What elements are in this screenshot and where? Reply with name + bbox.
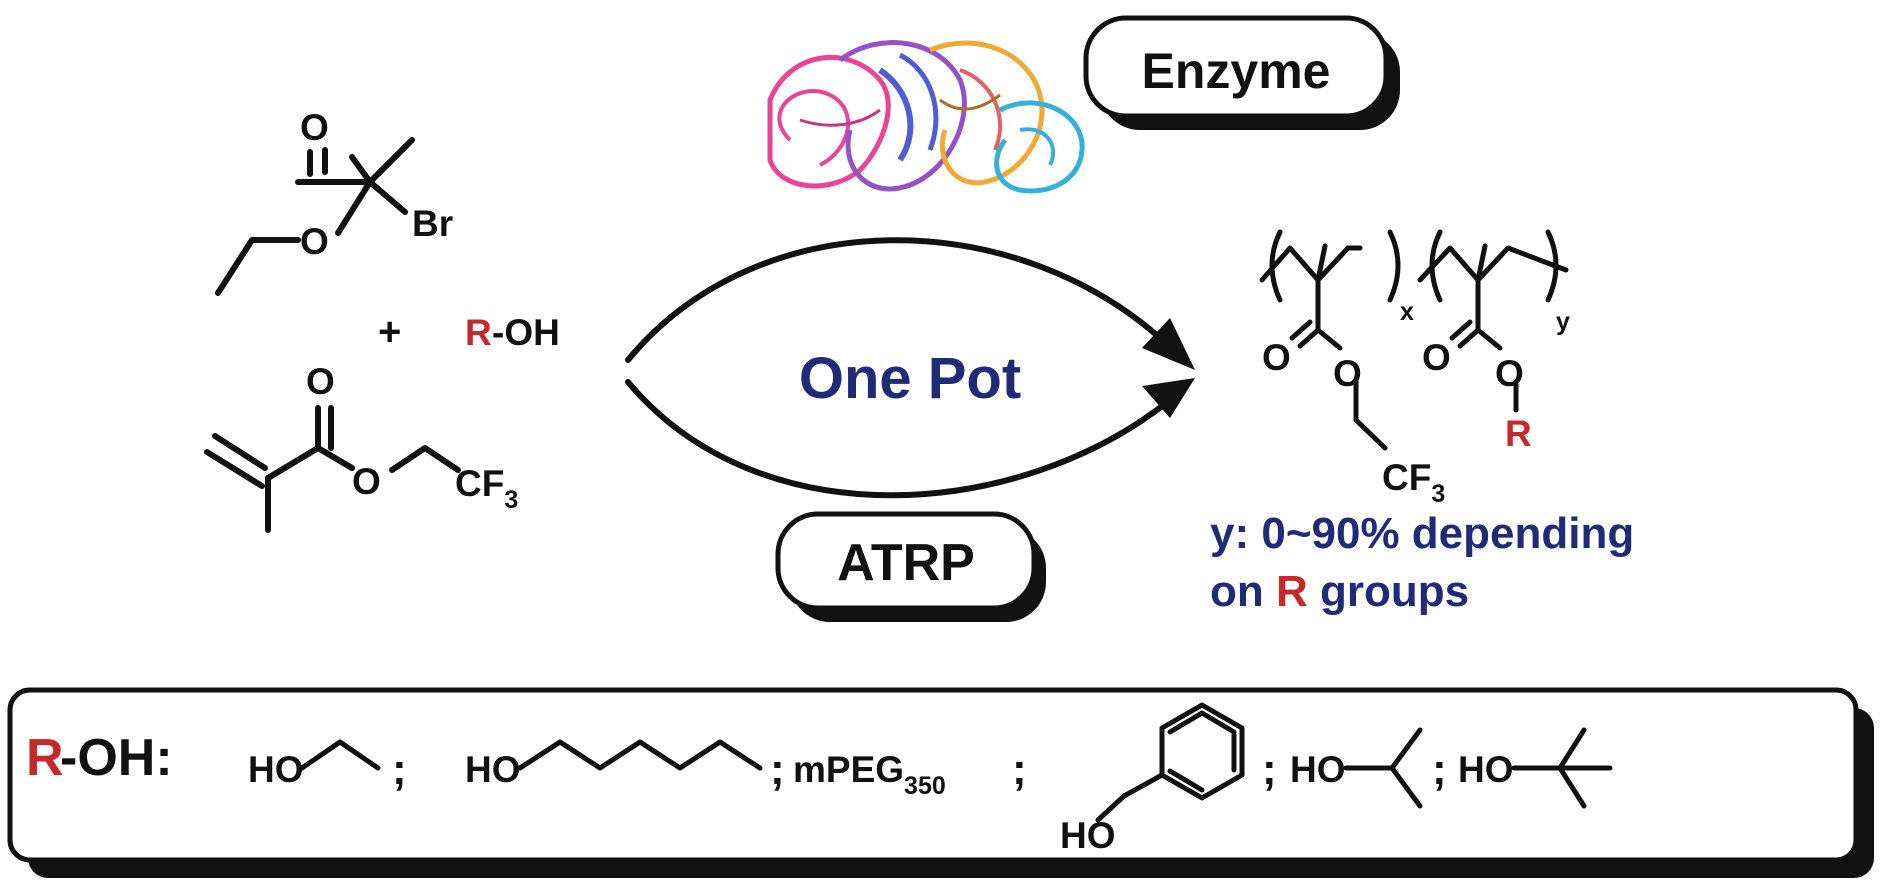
r-group-label: R [1505, 413, 1532, 454]
ethyl-bromoisobutyrate-structure: O O Br [215, 107, 453, 296]
semicolon: ; [770, 745, 785, 794]
subscript-x: x [1400, 298, 1414, 326]
atom-o: O [306, 361, 335, 402]
composition-note-line2: on R groups [1210, 567, 1469, 616]
ho-label: HO [248, 749, 304, 790]
atom-o: O [1495, 353, 1524, 394]
ho-label: HO [1458, 749, 1514, 790]
atom-br: Br [412, 203, 453, 244]
hexanol-structure: HO ; [465, 739, 785, 794]
atom-o: O [1333, 353, 1362, 394]
trifluoroethyl-methacrylate-structure: O O CF3 [204, 361, 518, 533]
atom-o: O [300, 107, 329, 148]
cf3-label: CF3 [455, 463, 518, 514]
semicolon: ; [392, 745, 407, 794]
atom-o: O [352, 461, 381, 502]
oh-label: -OH [492, 312, 560, 353]
ethanol-structure: HO ; [248, 739, 407, 794]
upper-arrowhead [1142, 318, 1195, 370]
semicolon: ; [1012, 745, 1027, 794]
ho-label: HO [1290, 749, 1346, 790]
enzyme-label-box: Enzyme [1083, 15, 1400, 130]
subscript-y: y [1556, 308, 1570, 336]
alcohol-list-panel [7, 687, 1874, 878]
enzyme-protein-image [767, 40, 1085, 194]
enzyme-label: Enzyme [1142, 43, 1331, 99]
cf3-label: CF3 [1382, 457, 1445, 508]
mpeg350-label: mPEG350 ; [793, 745, 1027, 800]
lower-arrow [625, 379, 1173, 499]
atrp-label: ATRP [837, 534, 975, 592]
r-group-label: R [26, 729, 64, 787]
isopropanol-structure: HO ; [1290, 727, 1447, 809]
one-pot-label: One Pot [799, 346, 1021, 411]
alcohol-reagent: R -OH [465, 312, 560, 353]
tert-butanol-structure: HO [1458, 727, 1613, 809]
reaction-arrows [625, 237, 1195, 499]
ho-label: HO [1060, 815, 1116, 856]
ho-label: HO [465, 749, 521, 790]
atom-o: O [1422, 337, 1451, 378]
plus-sign: + [378, 310, 401, 354]
atom-o: O [1262, 337, 1291, 378]
upper-arrow [625, 237, 1173, 363]
atom-o: O [300, 221, 329, 262]
benzyl-alcohol-structure: HO ; [1060, 702, 1277, 856]
semicolon: ; [1432, 745, 1447, 794]
mpeg-label: mPEG350 [793, 749, 946, 800]
atrp-label-box: ATRP [775, 511, 1046, 622]
oh-colon-label: -OH: [60, 729, 173, 787]
alcohol-list-header: R -OH: [26, 729, 173, 787]
r-group-label: R [465, 312, 492, 353]
copolymer-structure: x y O O CF3 O O R [1259, 229, 1570, 508]
lower-arrowhead [1142, 378, 1195, 418]
composition-note-line1: y: 0~90% depending [1210, 509, 1634, 558]
semicolon: ; [1262, 745, 1277, 794]
